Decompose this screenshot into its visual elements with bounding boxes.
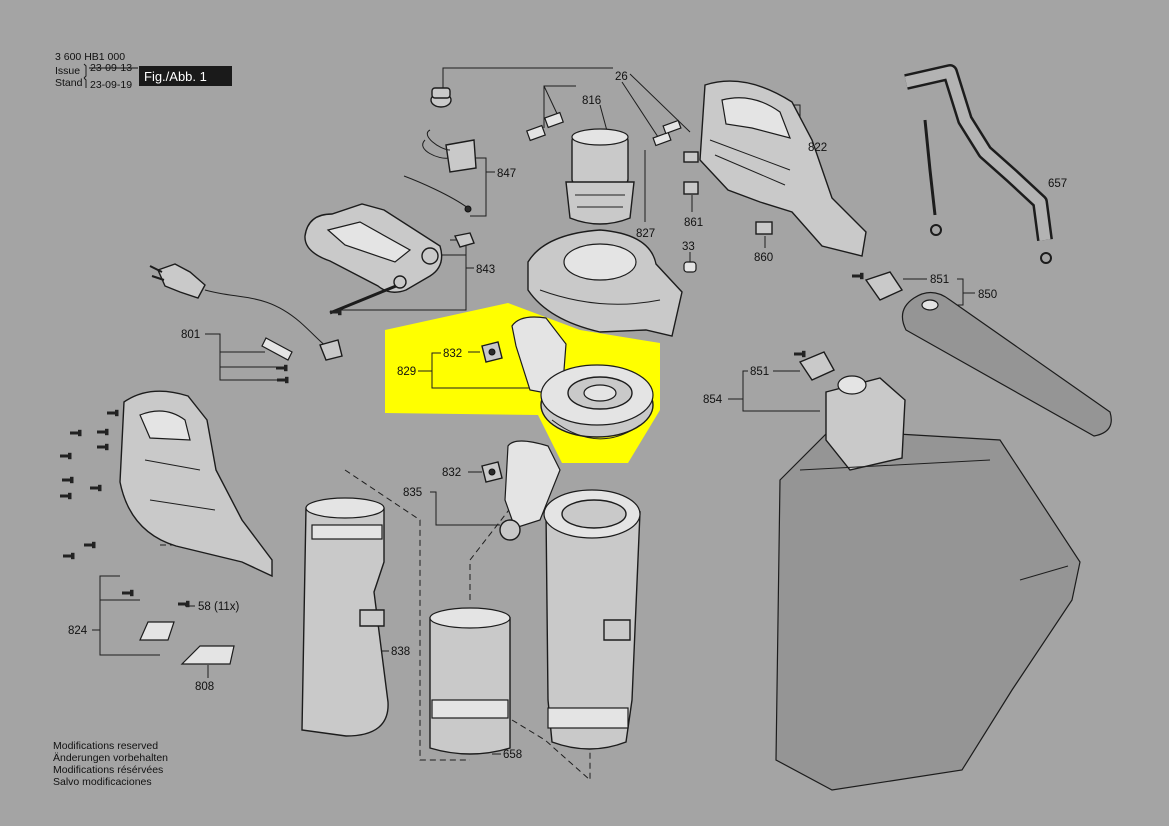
callout-861: 861 (684, 217, 703, 229)
header-brace (83, 63, 87, 88)
part-827-housing-cover (527, 229, 683, 337)
callout-854: 854 (703, 394, 723, 406)
callout-851-lower: 851 (750, 366, 769, 378)
callout-832-upper: 832 (443, 348, 462, 360)
part-847-switch (403, 87, 477, 213)
figure-label-box (139, 66, 232, 86)
footer-line-es: Salvo modificaciones (53, 776, 152, 788)
document-header: 3 600 HB1 000 Issue 23-09-13 Stand 23-09… (55, 51, 232, 91)
part-33-fuse (683, 261, 697, 273)
part-860-connector (755, 221, 773, 235)
stand-date: 23-09-19 (90, 79, 132, 91)
part-850-blower-tube (901, 291, 1112, 437)
callout-835: 835 (403, 487, 422, 499)
part-801-power-cord (149, 263, 343, 361)
footer-line-fr: Modifications résérvées (53, 764, 163, 776)
footer-line-de: Änderungen vorbehalten (53, 752, 168, 764)
modifications-notice: Modifications reserved Änderungen vorbeh… (53, 740, 168, 788)
part-861-connector (683, 151, 699, 195)
callout-827: 827 (636, 228, 655, 240)
callout-658: 658 (503, 749, 522, 761)
callout-26: 26 (615, 71, 628, 83)
callout-832-lower: 832 (442, 467, 461, 479)
footer-line-en: Modifications reserved (53, 740, 158, 752)
part-829-fan-housing (511, 316, 654, 440)
document-number: 3 600 HB1 000 (55, 51, 125, 63)
part-657-shoulder-strap (904, 64, 1053, 264)
part-854-collection-bag (775, 375, 1081, 791)
part-832-knob-lower (481, 461, 503, 483)
callout-801: 801 (181, 329, 200, 341)
part-838-tube (301, 497, 389, 737)
callout-816: 816 (582, 95, 601, 107)
callout-822: 822 (808, 142, 827, 154)
callout-850: 850 (978, 289, 997, 301)
callout-860: 860 (754, 252, 773, 264)
callout-843: 843 (476, 264, 495, 276)
callout-33: 33 (682, 241, 695, 253)
part-808-pads (139, 621, 235, 665)
callout-847: 847 (497, 168, 516, 180)
part-835-suction-tube (499, 440, 641, 750)
stand-label: Stand (55, 77, 83, 89)
callout-838: 838 (391, 646, 410, 658)
callout-824: 824 (68, 625, 88, 637)
part-number-labels: 26 816 822 847 657 861 827 33 860 843 85… (68, 71, 1067, 761)
callout-851-top: 851 (930, 274, 949, 286)
callout-829: 829 (397, 366, 416, 378)
callout-58-11x: 58 (11x) (198, 601, 240, 613)
issue-label: Issue (55, 65, 80, 77)
part-824-motor-housing (119, 390, 273, 578)
part-822-upper-housing (699, 80, 867, 257)
callout-657: 657 (1048, 178, 1067, 190)
figure-label: Fig./Abb. 1 (144, 69, 207, 84)
part-658-coupling (429, 607, 511, 755)
callout-808: 808 (195, 681, 214, 693)
part-832-knob-upper (481, 341, 503, 363)
part-843-handle (304, 203, 475, 315)
part-851-clip-top (852, 271, 904, 301)
part-851-clip-lower (794, 350, 835, 381)
part-816-motor (526, 111, 682, 225)
